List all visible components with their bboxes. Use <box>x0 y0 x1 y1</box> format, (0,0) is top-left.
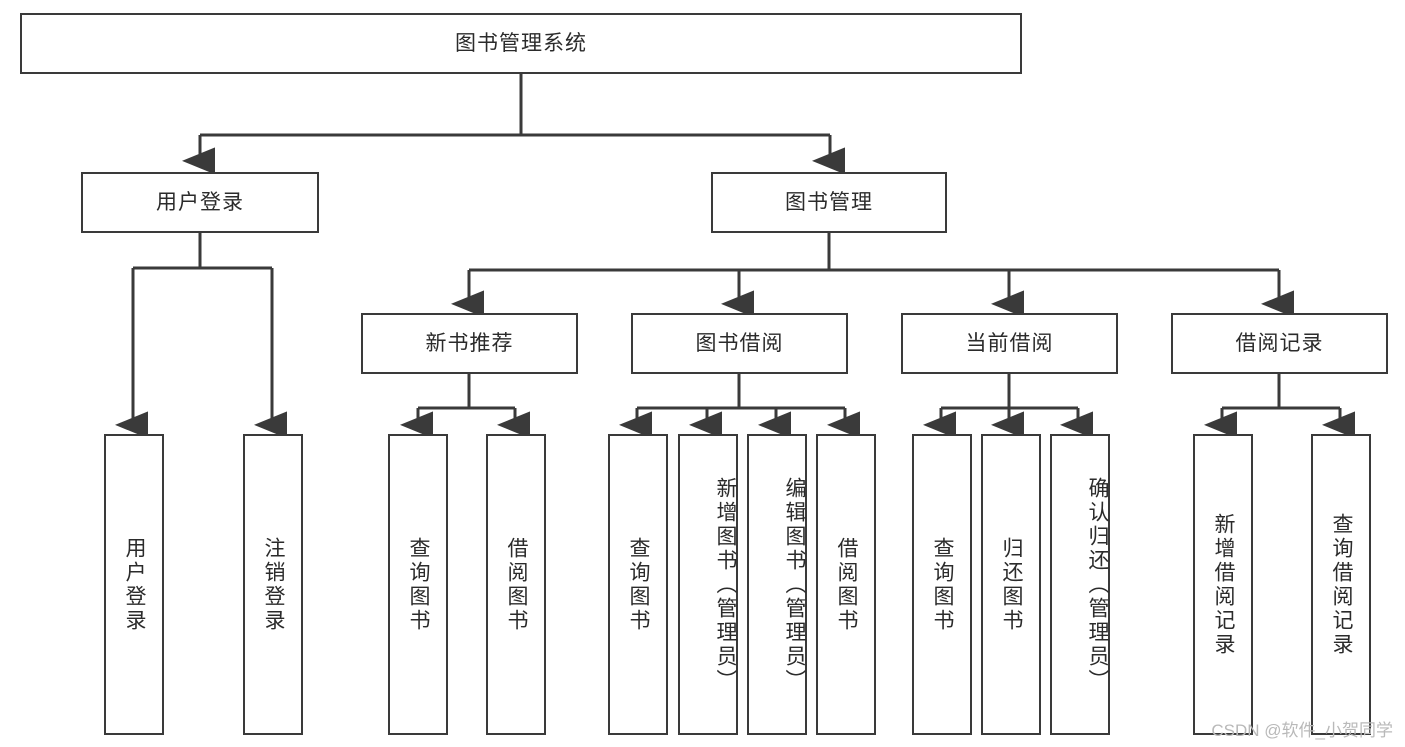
leaf-query-record[interactable]: 查询借阅记录 <box>1311 434 1371 735</box>
leaf-edit-book-label: 编辑图书（管理员） <box>783 476 806 693</box>
leaf-confirm-return-label: 确认归还（管理员） <box>1086 476 1109 693</box>
leaf-add-book-label: 新增图书（管理员） <box>714 476 737 693</box>
leaf-query-record-label: 查询借阅记录 <box>1330 512 1354 657</box>
leaf-query-book-3-label: 查询图书 <box>931 536 955 633</box>
node-new-book-recommend[interactable]: 新书推荐 <box>361 313 578 374</box>
leaf-edit-book[interactable]: 编辑图书（管理员） <box>747 434 807 735</box>
node-book-manage[interactable]: 图书管理 <box>711 172 947 233</box>
leaf-add-book[interactable]: 新增图书（管理员） <box>678 434 738 735</box>
leaf-borrow-book-2[interactable]: 借阅图书 <box>816 434 876 735</box>
leaf-add-record[interactable]: 新增借阅记录 <box>1193 434 1253 735</box>
node-book-borrow-label: 图书借阅 <box>695 331 784 355</box>
node-book-borrow[interactable]: 图书借阅 <box>631 313 848 374</box>
node-root-book-management-system[interactable]: 图书管理系统 <box>20 13 1022 74</box>
leaf-query-book-2[interactable]: 查询图书 <box>608 434 668 735</box>
node-borrow-record[interactable]: 借阅记录 <box>1171 313 1388 374</box>
node-current-borrow[interactable]: 当前借阅 <box>901 313 1118 374</box>
leaf-return-book-label: 归还图书 <box>1000 536 1024 633</box>
node-new-book-recommend-label: 新书推荐 <box>425 331 514 355</box>
leaf-borrow-book-2-label: 借阅图书 <box>835 536 859 633</box>
leaf-user-login[interactable]: 用户登录 <box>104 434 164 735</box>
leaf-query-book-1[interactable]: 查询图书 <box>388 434 448 735</box>
leaf-borrow-book-1[interactable]: 借阅图书 <box>486 434 546 735</box>
leaf-add-record-label: 新增借阅记录 <box>1212 512 1236 657</box>
node-root-label: 图书管理系统 <box>455 31 587 55</box>
leaf-logout-label: 注销登录 <box>262 536 286 633</box>
node-current-borrow-label: 当前借阅 <box>965 331 1054 355</box>
leaf-query-book-3[interactable]: 查询图书 <box>912 434 972 735</box>
leaf-query-book-2-label: 查询图书 <box>627 536 651 633</box>
leaf-query-book-1-label: 查询图书 <box>407 536 431 633</box>
leaf-return-book[interactable]: 归还图书 <box>981 434 1041 735</box>
leaf-confirm-return[interactable]: 确认归还（管理员） <box>1050 434 1110 735</box>
node-book-manage-label: 图书管理 <box>785 190 873 214</box>
node-borrow-record-label: 借阅记录 <box>1235 331 1324 355</box>
leaf-user-login-label: 用户登录 <box>123 536 147 633</box>
node-user-login[interactable]: 用户登录 <box>81 172 319 233</box>
leaf-borrow-book-1-label: 借阅图书 <box>505 536 529 633</box>
leaf-logout[interactable]: 注销登录 <box>243 434 303 735</box>
node-user-login-label: 用户登录 <box>156 190 244 214</box>
